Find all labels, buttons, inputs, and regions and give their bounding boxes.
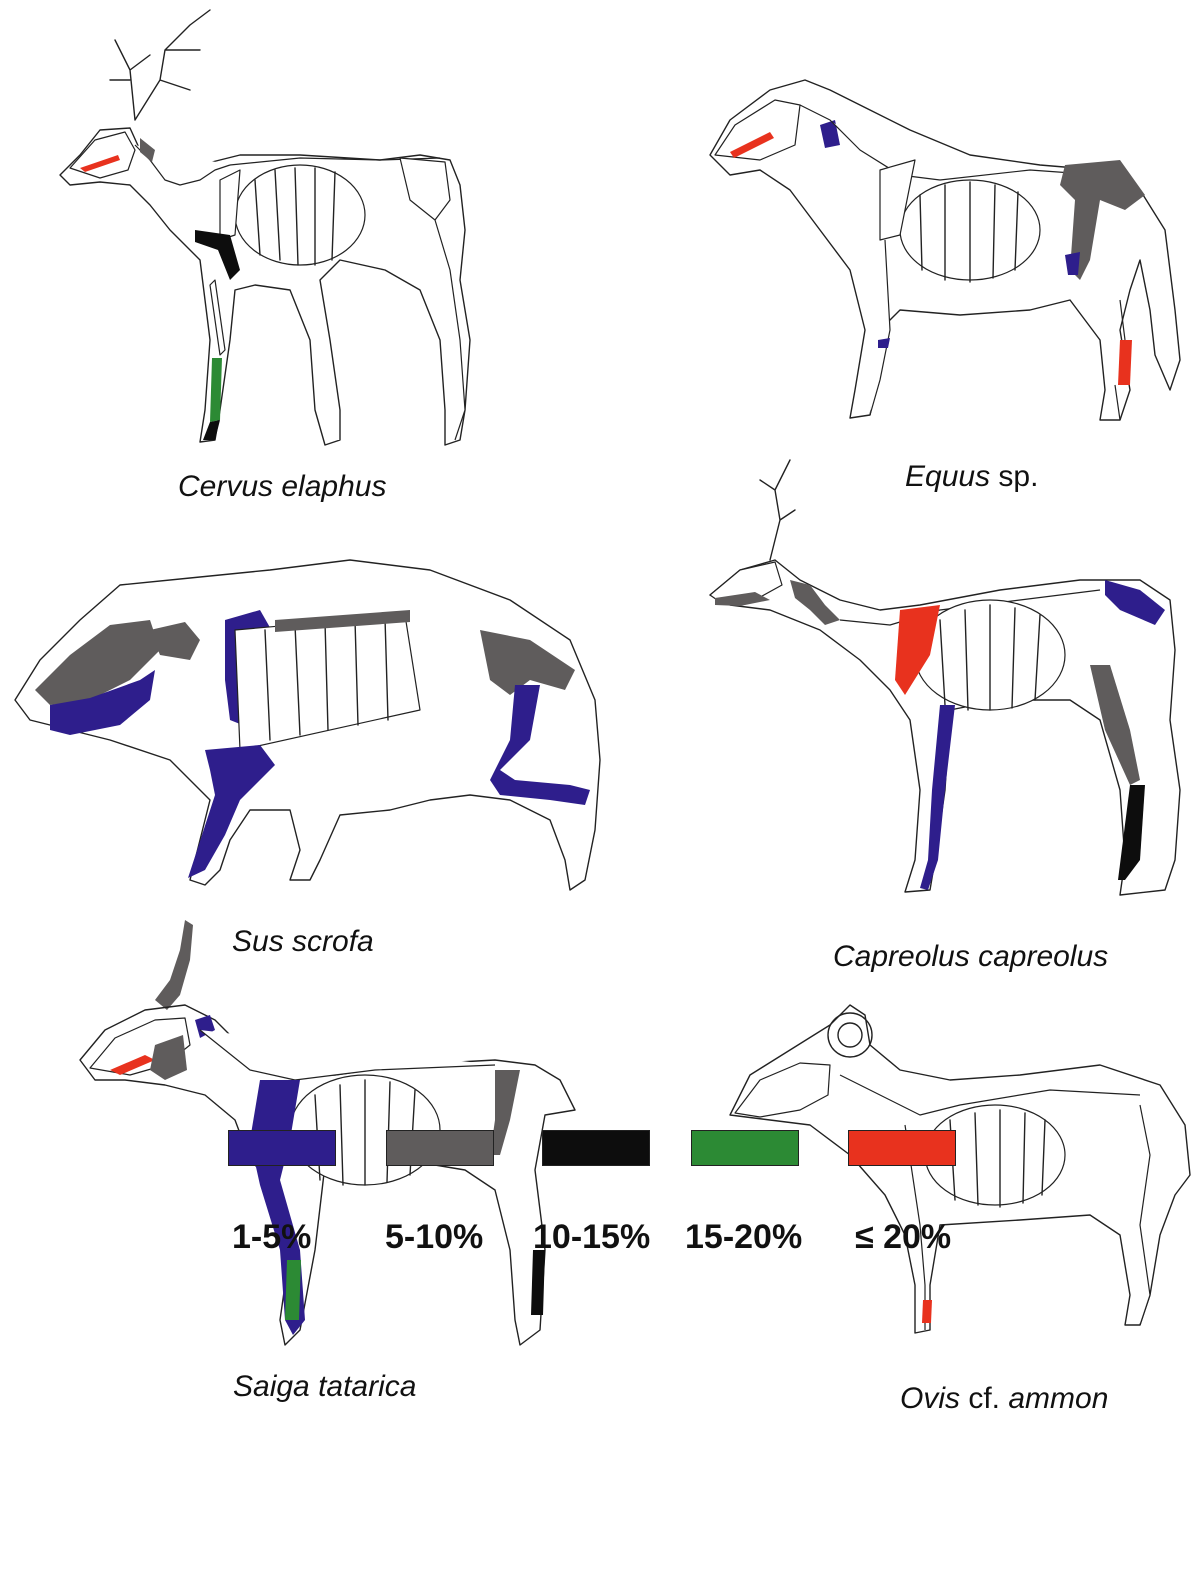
legend-label-3: 10-15% — [533, 1218, 650, 1257]
legend-swatch-4 — [691, 1130, 799, 1166]
legend-label-5: ≤ 20% — [855, 1218, 951, 1257]
legend-swatch-2 — [386, 1130, 494, 1166]
capreolus-skeleton-drawing — [700, 460, 1190, 930]
caption-genus: Cervus elaphus — [178, 470, 386, 503]
legend-swatch-5 — [848, 1130, 956, 1166]
caption-genus: Capreolus capreolus — [833, 940, 1108, 973]
legend-label-1: 1-5% — [232, 1218, 311, 1257]
cervus-skeleton-drawing — [40, 10, 480, 460]
legend-label-4: 15-20% — [685, 1218, 802, 1257]
legend: 1-5% 5-10% 10-15% 15-20% ≤ 20% — [0, 1130, 1202, 1580]
legend-swatch-1 — [228, 1130, 336, 1166]
legend-label-2: 5-10% — [385, 1218, 483, 1257]
legend-swatch-3 — [542, 1130, 650, 1166]
panel-cervus-elaphus: Cervus elaphus — [40, 10, 480, 460]
panel-equus: Equus sp. — [700, 60, 1190, 460]
panel-sus-scrofa: Sus scrofa — [10, 560, 610, 960]
caption-capreolus-capreolus: Capreolus capreolus — [833, 940, 1108, 974]
sus-skeleton-drawing — [10, 560, 610, 960]
equus-skeleton-drawing — [700, 60, 1190, 460]
caption-cervus-elaphus: Cervus elaphus — [178, 470, 386, 504]
panel-capreolus: Capreolus capreolus — [700, 460, 1190, 930]
